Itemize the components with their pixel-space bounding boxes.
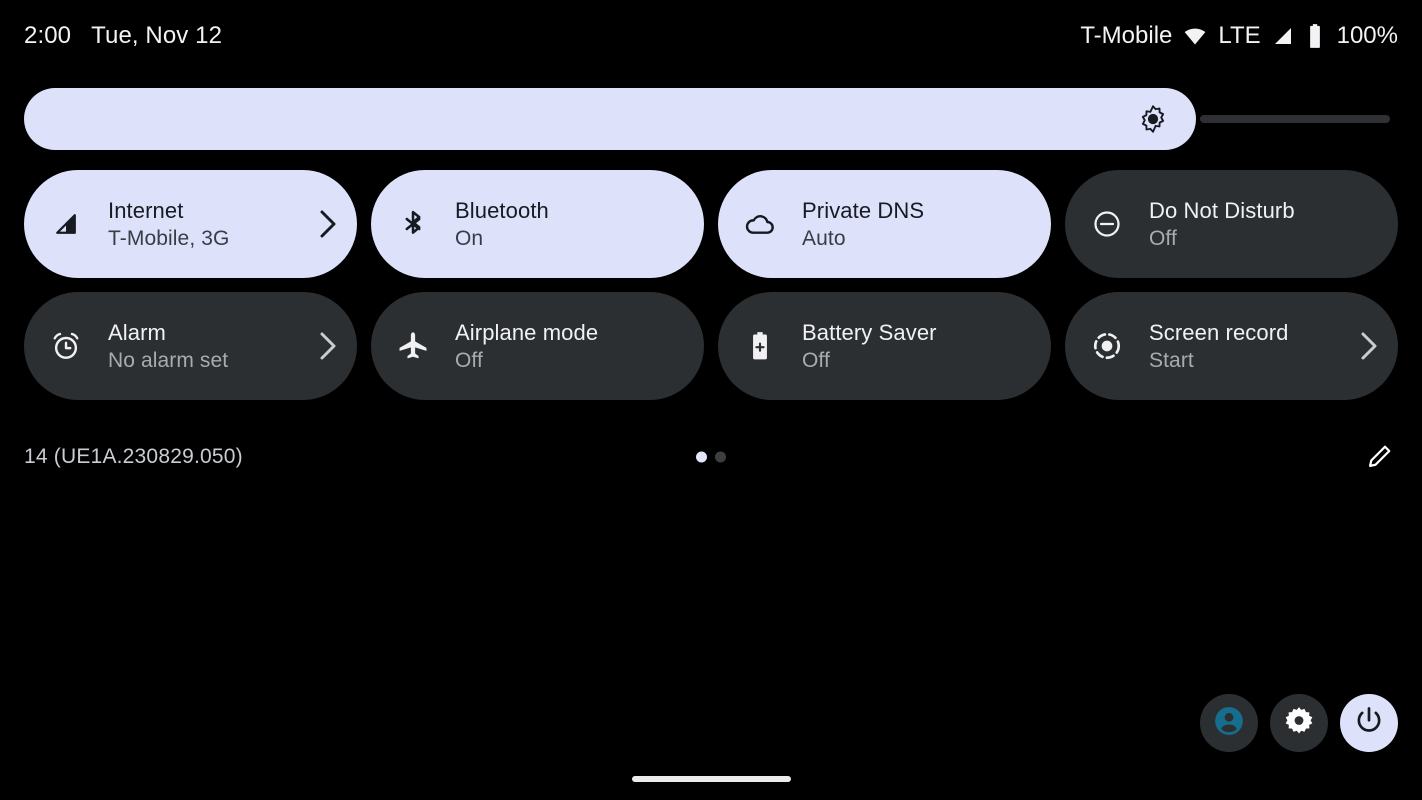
page-indicator[interactable]: [696, 451, 726, 463]
tile-screen-record-labels: Screen record Start: [1149, 319, 1288, 374]
tile-alarm-subtitle: No alarm set: [108, 348, 229, 372]
tile-battery-saver[interactable]: Battery Saver Off: [718, 292, 1051, 400]
clock: 2:00: [24, 22, 72, 49]
battery-percent-label: 100%: [1336, 22, 1398, 49]
tile-screen-record-title: Screen record: [1149, 319, 1289, 345]
battery-icon: [1305, 23, 1325, 49]
edit-tiles-button[interactable]: [1364, 440, 1398, 474]
tile-private-dns-title: Private DNS: [802, 197, 925, 223]
brightness-fill: [24, 88, 1196, 150]
account-circle-icon: [1212, 704, 1246, 743]
tile-airplane-mode[interactable]: Airplane mode Off: [371, 292, 704, 400]
brightness-row: [24, 88, 1398, 150]
alarm-clock-icon: [48, 328, 84, 364]
tile-bluetooth-subtitle: On: [455, 226, 484, 250]
chevron-right-icon[interactable]: [1358, 329, 1380, 363]
tile-bluetooth-title: Bluetooth: [455, 197, 549, 223]
home-gesture-handle[interactable]: [632, 776, 791, 782]
tile-private-dns-subtitle: Auto: [802, 226, 846, 250]
tile-battery-saver-labels: Battery Saver Off: [802, 319, 937, 374]
tile-private-dns-labels: Private DNS Auto: [802, 197, 924, 252]
tile-alarm-title: Alarm: [108, 319, 166, 345]
brightness-track: [1200, 115, 1390, 123]
page-dot-1[interactable]: [696, 451, 707, 463]
tile-do-not-disturb-title: Do Not Disturb: [1149, 197, 1295, 223]
chevron-right-icon[interactable]: [317, 329, 339, 363]
tile-airplane-mode-labels: Airplane mode Off: [455, 319, 598, 374]
tile-internet-labels: Internet T-Mobile, 3G: [108, 197, 229, 252]
battery-plus-icon: [742, 328, 778, 364]
quick-settings-tiles: Internet T-Mobile, 3G Bluetooth On: [24, 170, 1398, 400]
tile-bluetooth[interactable]: Bluetooth On: [371, 170, 704, 278]
tile-private-dns[interactable]: Private DNS Auto: [718, 170, 1051, 278]
footer-row: 14 (UE1A.230829.050): [24, 436, 1398, 478]
tile-airplane-mode-subtitle: Off: [455, 348, 483, 372]
airplane-icon: [395, 328, 431, 364]
brightness-slider[interactable]: [24, 88, 1398, 150]
network-type-label: LTE: [1218, 22, 1261, 49]
tile-screen-record[interactable]: Screen record Start: [1065, 292, 1398, 400]
status-bar-left: 2:00 Tue, Nov 12: [24, 22, 222, 50]
date-label: Tue, Nov 12: [91, 22, 223, 49]
wifi-icon: [1182, 23, 1208, 49]
signal-icon: [1271, 24, 1295, 48]
status-bar: 2:00 Tue, Nov 12 T-Mobile LTE 100%: [0, 0, 1422, 72]
do-not-disturb-icon: [1089, 206, 1125, 242]
build-number-label: 14 (UE1A.230829.050): [24, 445, 243, 468]
action-buttons: [1200, 694, 1398, 752]
brightness-icon: [1138, 104, 1168, 134]
chevron-right-icon[interactable]: [317, 207, 339, 241]
tile-battery-saver-title: Battery Saver: [802, 319, 937, 345]
record-icon: [1089, 328, 1125, 364]
bluetooth-icon: [395, 206, 431, 242]
gear-icon: [1283, 705, 1315, 742]
power-icon: [1353, 705, 1385, 742]
tile-internet[interactable]: Internet T-Mobile, 3G: [24, 170, 357, 278]
power-button[interactable]: [1340, 694, 1398, 752]
status-bar-right: T-Mobile LTE 100%: [1080, 22, 1398, 50]
tile-screen-record-subtitle: Start: [1149, 348, 1194, 372]
tile-alarm[interactable]: Alarm No alarm set: [24, 292, 357, 400]
tile-internet-title: Internet: [108, 197, 184, 223]
page-dot-2[interactable]: [715, 451, 726, 463]
settings-button[interactable]: [1270, 694, 1328, 752]
pencil-icon: [1366, 440, 1396, 475]
tile-do-not-disturb[interactable]: Do Not Disturb Off: [1065, 170, 1398, 278]
user-switcher-button[interactable]: [1200, 694, 1258, 752]
cloud-icon: [742, 206, 778, 242]
tile-alarm-labels: Alarm No alarm set: [108, 319, 228, 374]
signal-cellular-icon: [48, 206, 84, 242]
tile-bluetooth-labels: Bluetooth On: [455, 197, 549, 252]
carrier-label: T-Mobile: [1080, 22, 1173, 49]
tile-airplane-mode-title: Airplane mode: [455, 319, 599, 345]
tile-do-not-disturb-subtitle: Off: [1149, 226, 1177, 250]
tile-internet-subtitle: T-Mobile, 3G: [108, 226, 230, 250]
tile-battery-saver-subtitle: Off: [802, 348, 830, 372]
tile-do-not-disturb-labels: Do Not Disturb Off: [1149, 197, 1295, 252]
